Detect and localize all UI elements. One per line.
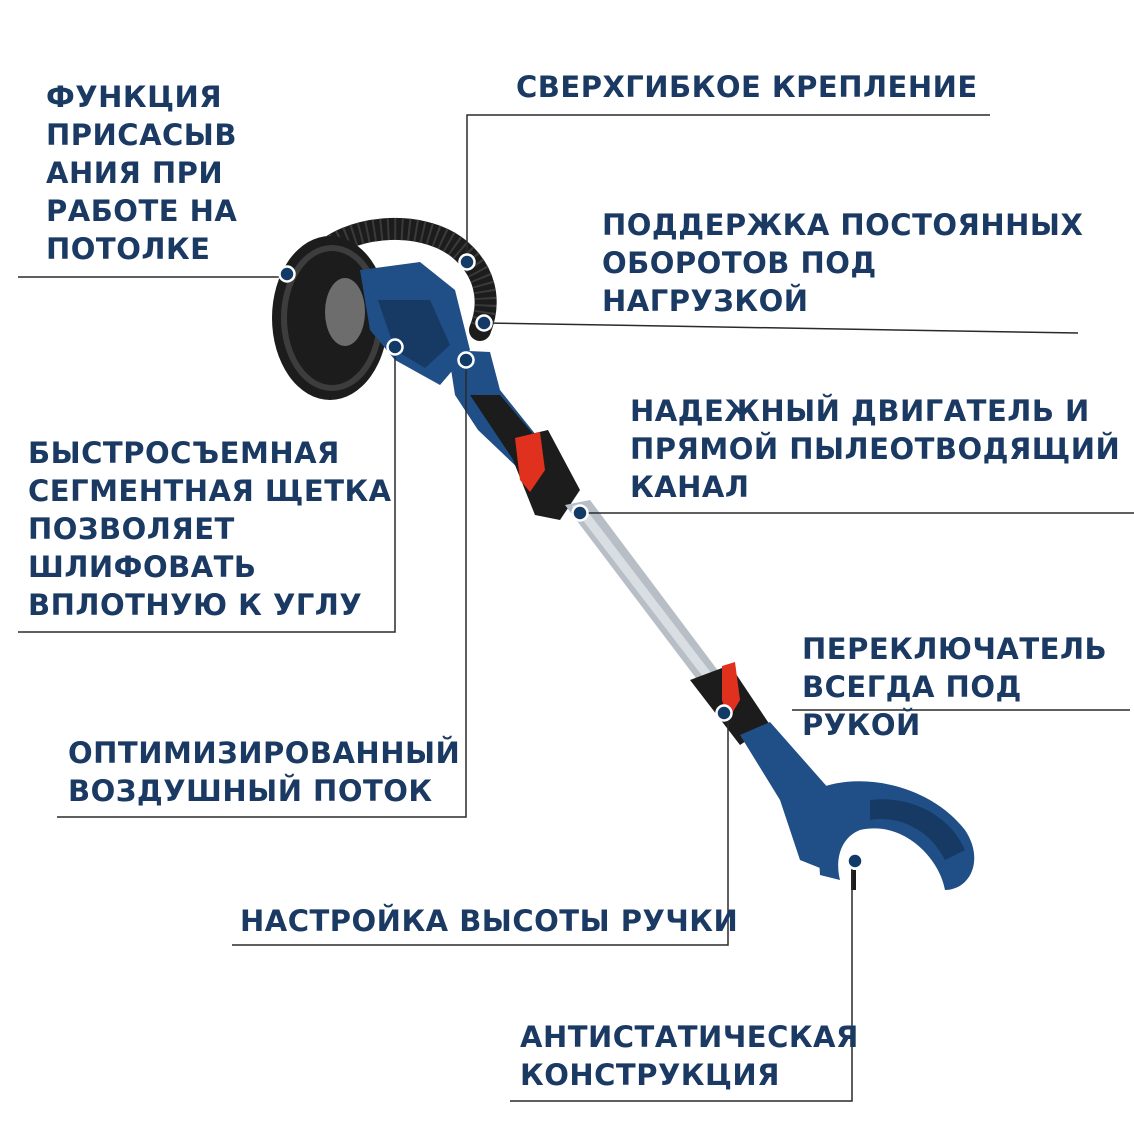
pad-center xyxy=(325,278,365,346)
dot-antistatic xyxy=(846,852,864,870)
upper-lock-red xyxy=(515,432,545,492)
callout-motor-channel: НАДЕЖНЫЙ ДВИГАТЕЛЬ И ПРЯМОЙ ПЫЛЕОТВОДЯЩИ… xyxy=(630,394,1121,504)
callout-brush: БЫСТРОСЪЕМНАЯ СЕГМЕНТНАЯ ЩЕТКА ПОЗВОЛЯЕТ… xyxy=(28,436,392,622)
leader-lines xyxy=(18,114,1134,1102)
callout-airflow: ОПТИМИЗИРОВАННЫЙ ВОЗДУШНЫЙ ПОТОК xyxy=(68,736,461,808)
leader-handle-height xyxy=(232,713,729,946)
callout-suction: ФУНКЦИЯ ПРИСАСЫВ АНИЯ ПРИ РАБОТЕ НА ПОТО… xyxy=(46,80,238,266)
lower-handle xyxy=(740,722,840,870)
callout-dots xyxy=(278,253,864,870)
dot-flexible-mount xyxy=(458,253,476,271)
dot-constant-rpm xyxy=(475,314,493,332)
dot-handle-height xyxy=(715,704,733,722)
leader-constant-rpm xyxy=(483,322,1079,334)
dot-airflow xyxy=(457,351,475,369)
leader-brush xyxy=(18,347,396,633)
drywall-sander-image xyxy=(272,218,975,890)
callout-antistatic: АНТИСТАТИЧЕСКАЯ КОНСТРУКЦИЯ xyxy=(520,1020,859,1092)
leader-flexible-mount xyxy=(466,114,990,262)
callout-handle-height: НАСТРОЙКА ВЫСОТЫ РУЧКИ xyxy=(240,904,739,938)
dot-motor-channel xyxy=(571,504,589,522)
leader-airflow xyxy=(57,360,467,818)
power-cable-stub xyxy=(851,870,856,890)
dot-suction xyxy=(278,265,296,283)
dust-hose-ribs xyxy=(309,218,497,335)
loop-handle-shade xyxy=(870,799,965,860)
head-housing-shade xyxy=(378,300,450,368)
dot-brush xyxy=(386,338,404,356)
loop-handle xyxy=(815,781,975,890)
callout-constant-rpm: ПОДДЕРЖКА ПОСТОЯННЫХ ОБОРОТОВ ПОД НАГРУЗ… xyxy=(602,208,1084,318)
callout-flexible-mount: СВЕРХГИБКОЕ КРЕПЛЕНИЕ xyxy=(516,70,978,104)
callout-switch: ПЕРЕКЛЮЧАТЕЛЬ ВСЕГДА ПОД РУКОЙ xyxy=(802,632,1108,742)
leader-antistatic xyxy=(510,862,853,1102)
tube-highlight xyxy=(572,504,718,686)
